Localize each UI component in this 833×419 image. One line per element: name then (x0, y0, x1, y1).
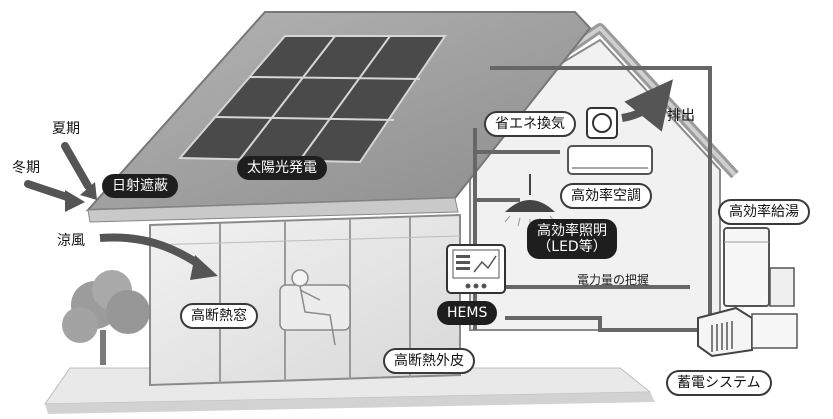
label-high-efficiency-ac: 高効率空調 (560, 183, 652, 210)
breeze-arrowhead (190, 255, 218, 280)
label-summer: 夏期 (52, 121, 80, 137)
label-high-efficiency-water-heater: 高効率給湯 (718, 199, 810, 226)
sunlight-arrows (24, 142, 92, 202)
trees-left (62, 270, 150, 365)
label-high-efficiency-lighting: 高効率照明 （LED等） (527, 219, 617, 260)
lighting-line-2: （LED等） (537, 239, 607, 256)
exhaust-arrow (621, 79, 673, 132)
wiring (473, 66, 712, 332)
label-exhaust: 排出 (667, 108, 695, 124)
water-heater (723, 227, 795, 307)
air-conditioner (567, 145, 653, 175)
label-insulated-window: 高断熱窓 (180, 303, 258, 330)
winter-arrowhead (65, 190, 85, 212)
label-winter: 冬期 (12, 160, 40, 176)
label-power-monitoring: 電力量の把握 (577, 273, 650, 287)
solar-panels (177, 35, 447, 164)
hems-monitor (446, 244, 506, 294)
summer-arrowhead (80, 182, 97, 200)
label-cool-breeze: 涼風 (57, 233, 85, 249)
pendant-lamp (504, 174, 556, 228)
lighting-line-1: 高効率照明 (537, 223, 607, 239)
breeze-arrow (99, 233, 203, 269)
label-storage-system: 蓄電システム (666, 370, 772, 397)
label-solar-power: 太陽光発電 (237, 156, 327, 181)
label-hems: HEMS (437, 301, 498, 326)
label-energy-saving-ventilation: 省エネ換気 (484, 111, 576, 138)
person-in-chair (279, 269, 351, 346)
ventilation-fan (586, 107, 618, 139)
label-sun-shading: 日射遮蔽 (102, 174, 178, 199)
storage-battery (697, 306, 798, 358)
label-insulated-envelope: 高断熱外皮 (383, 348, 475, 375)
